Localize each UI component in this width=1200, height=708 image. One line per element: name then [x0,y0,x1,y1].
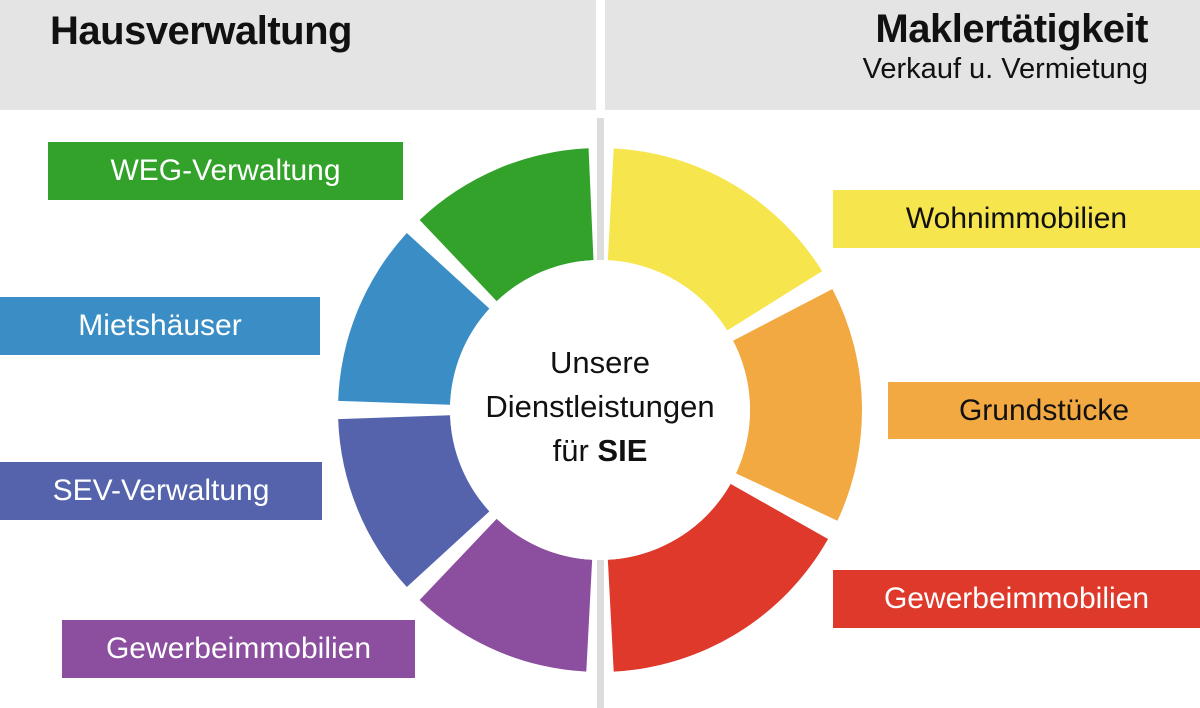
wheel-caption-fuer: für [552,433,598,468]
donut-segments [338,148,863,672]
label-gewerbeimmobilien-links: Gewerbeimmobilien [62,620,415,678]
label-gewerbeimmobilien-rechts-text: Gewerbeimmobilien [883,582,1150,615]
label-wohnimmobilien: Wohnimmobilien [833,190,1200,248]
header-hausverwaltung: Hausverwaltung [0,0,596,110]
donut-center-circle [450,260,750,560]
header-subtitle-verkauf-vermietung: Verkauf u. Vermietung [862,53,1148,85]
label-sev-verwaltung: SEV-Verwaltung [0,462,322,520]
wheel-caption-line3: für SIE [450,429,750,473]
header-title-maklertaetigkeit: Maklertätigkeit [875,7,1148,51]
wheel-segment-gewerbeimmobilien-hausverwaltung [419,518,593,672]
label-mietshaeuser-text: Mietshäuser [78,309,242,342]
wheel-caption-line1: Unsere [550,345,650,380]
label-gewerbeimmobilien-rechts: Gewerbeimmobilien [833,570,1200,628]
header-maklertaetigkeit: Maklertätigkeit Verkauf u. Vermietung [605,0,1200,110]
label-wohnimmobilien-text: Wohnimmobilien [905,202,1128,235]
wheel-segment-grundstuecke [733,289,863,521]
wheel-segment-mietshaeuser [338,233,490,405]
label-grundstuecke: Grundstücke [888,382,1200,439]
label-grundstuecke-text: Grundstücke [958,393,1130,427]
wheel-caption-sie: SIE [597,433,648,468]
label-weg-verwaltung: WEG-Verwaltung [48,142,403,200]
wheel-segment-weg-verwaltung [419,148,594,302]
wheel-segment-sev-verwaltung [338,415,490,587]
wheel-segment-wohnimmobilien [607,148,823,331]
label-gewerbeimmobilien-links-text: Gewerbeimmobilien [105,632,372,665]
wheel-segment-gewerbeimmobilien-makler [607,483,829,672]
wheel-caption-line2: Dienstleistungen [485,389,715,424]
wheel-caption: Unsere Dienstleistungen für SIE [450,341,750,473]
header-title-hausverwaltung: Hausverwaltung [50,9,352,53]
label-mietshaeuser: Mietshäuser [0,297,320,355]
label-weg-verwaltung-text: WEG-Verwaltung [110,154,341,187]
label-sev-verwaltung-text: SEV-Verwaltung [52,474,270,507]
